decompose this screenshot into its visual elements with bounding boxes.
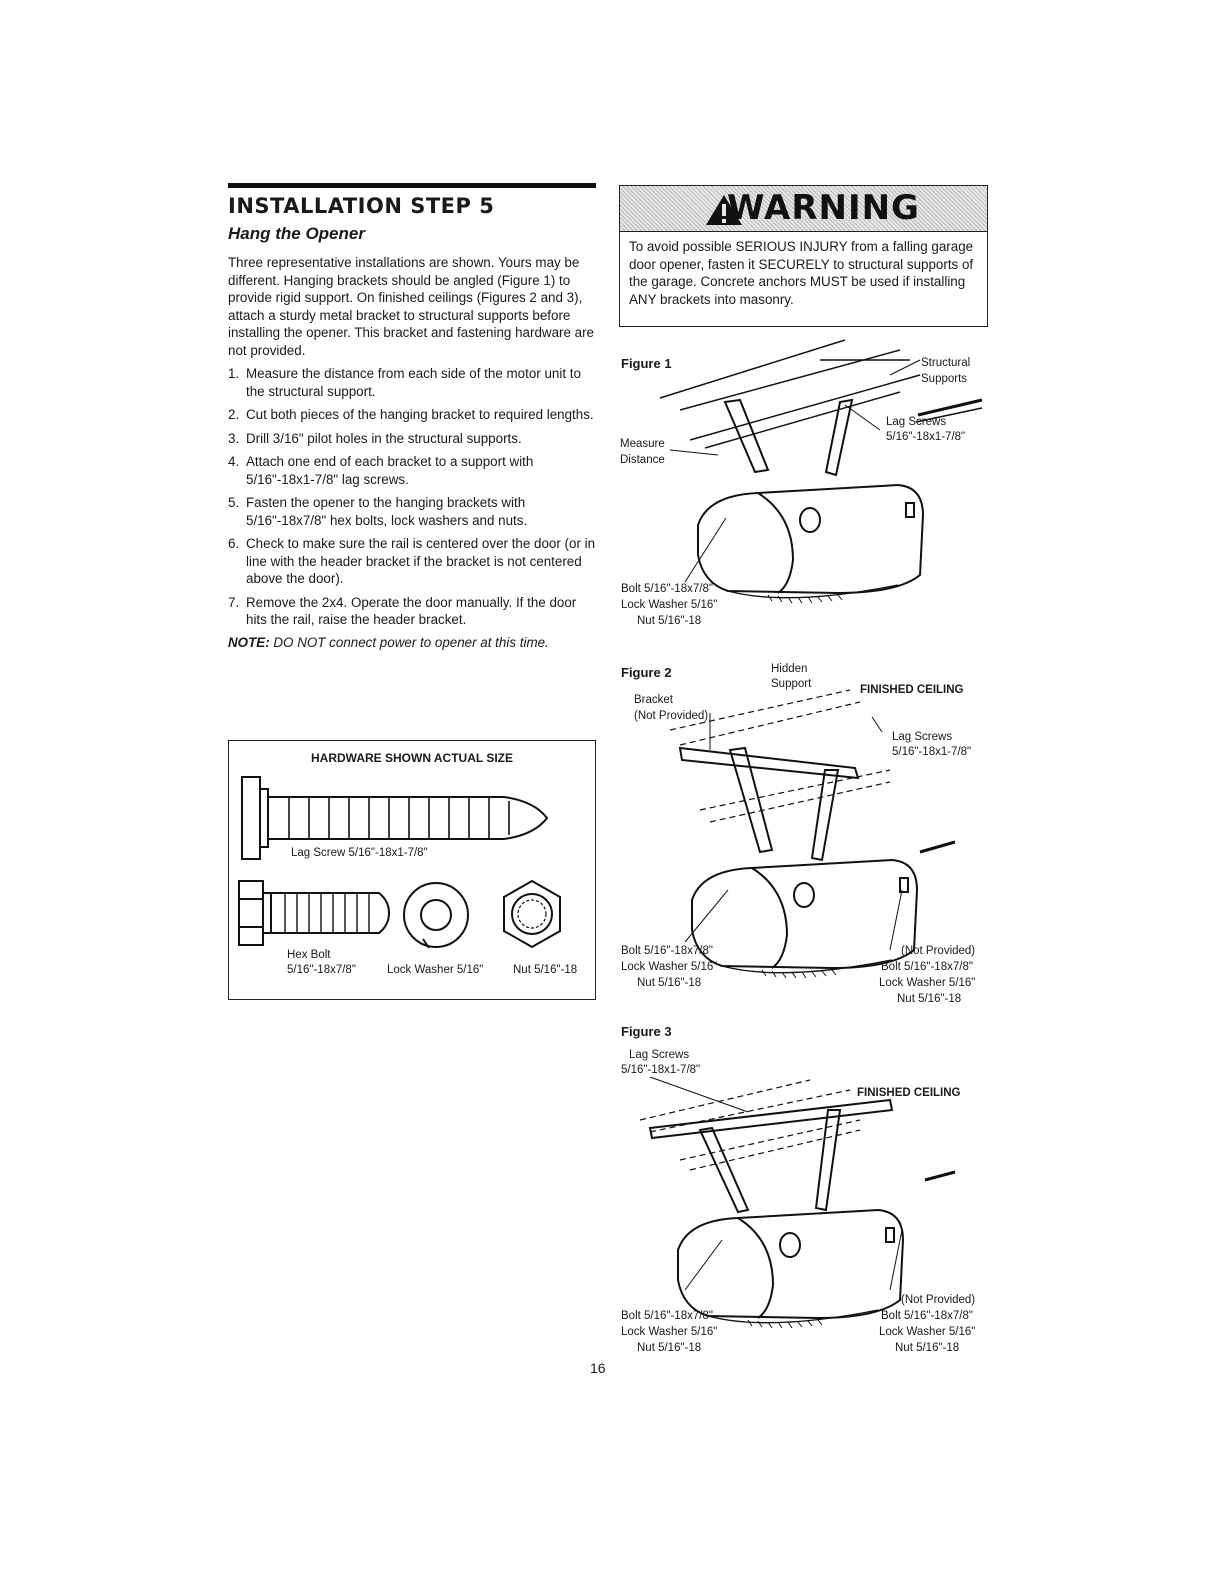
- warning-triangle-icon: [706, 195, 742, 225]
- figure3-title: Figure 3: [621, 1024, 672, 1039]
- figure1-washer: Lock Washer 5/16": [621, 599, 718, 611]
- figure2-ceiling: FINISHED CEILING: [860, 684, 964, 696]
- warning-banner: WARNING: [620, 186, 987, 232]
- figure2-right-nut: Nut 5/16"-18: [897, 993, 962, 1005]
- figure2-hidden: Hidden: [771, 663, 808, 675]
- figure2-right-bolt: Bolt 5/16"-18x7/8": [881, 961, 973, 973]
- figure3-right-not-provided: (Not Provided): [901, 1294, 976, 1306]
- figure3-bolt: Bolt 5/16"-18x7/8": [621, 1310, 713, 1322]
- figure1-nut: Nut 5/16"-18: [637, 615, 702, 627]
- section-subtitle: Hang the Opener: [228, 224, 365, 243]
- page-title: INSTALLATION STEP 5: [228, 194, 495, 218]
- figure1-lag-size: 5/16"-18x1-7/8": [886, 431, 966, 443]
- lag-screw-label: Lag Screw 5/16"-18x1-7/8": [291, 847, 428, 859]
- figure3-nut: Nut 5/16"-18: [637, 1342, 702, 1354]
- figure2-title: Figure 2: [621, 665, 672, 680]
- hardware-illustration: [238, 776, 561, 949]
- page-number: 16: [590, 1360, 606, 1376]
- figure3-lag-screws: Lag Screws: [629, 1049, 690, 1061]
- figure2-lag-size: 5/16"-18x1-7/8": [892, 746, 972, 758]
- hardware-title: HARDWARE SHOWN ACTUAL SIZE: [311, 751, 513, 765]
- list-item: 5.Fasten the opener to the hanging brack…: [228, 495, 528, 528]
- left-column: INSTALLATION STEP 5 Hang the Opener Thre…: [228, 183, 596, 650]
- nut-label: Nut 5/16"-18: [513, 964, 578, 976]
- list-item: 2.Cut both pieces of the hanging bracket…: [228, 407, 594, 422]
- figure1-structural: Structural: [921, 357, 971, 369]
- note: NOTE: DO NOT connect power to opener at …: [228, 634, 549, 650]
- warning-title: WARNING: [727, 188, 920, 228]
- figure3-right-washer: Lock Washer 5/16": [879, 1326, 976, 1338]
- figure3-ceiling: FINISHED CEILING: [857, 1087, 961, 1099]
- figure2-bracket: Bracket: [634, 694, 673, 706]
- list-item: 4.Attach one end of each bracket to a su…: [228, 454, 534, 487]
- figure2-bolt: Bolt 5/16"-18x7/8": [621, 945, 713, 957]
- figure2-lag-screws: Lag Screws: [892, 731, 953, 743]
- figure3-right-bolt: Bolt 5/16"-18x7/8": [881, 1310, 973, 1322]
- list-item: 6.Check to make sure the rail is centere…: [228, 536, 596, 586]
- figure3-lag-size: 5/16"-18x1-7/8": [621, 1064, 701, 1076]
- warning-box: WARNING To avoid possible SERIOUS INJURY…: [619, 185, 988, 327]
- hex-bolt-size: 5/16"-18x7/8": [287, 964, 356, 976]
- lock-washer-label: Lock Washer 5/16": [387, 964, 484, 976]
- figure2-right-washer: Lock Washer 5/16": [879, 977, 976, 989]
- figure2-washer: Lock Washer 5/16": [621, 961, 718, 973]
- figure1-supports: Supports: [921, 373, 968, 385]
- warning-text: To avoid possible SERIOUS INJURY from a …: [629, 239, 974, 307]
- hex-bolt-label: Hex Bolt: [287, 949, 331, 961]
- figure1-measure: Measure: [620, 438, 665, 450]
- figures-illustration: [639, 339, 983, 1329]
- figure2-support: Support: [771, 678, 812, 690]
- figure2-not-provided: (Not Provided): [634, 710, 709, 722]
- figure1-bolt: Bolt 5/16"-18x7/8": [621, 583, 713, 595]
- list-item: 3.Drill 3/16" pilot holes in the structu…: [228, 430, 522, 446]
- title-rule: [228, 183, 596, 188]
- figure2-nut: Nut 5/16"-18: [637, 977, 702, 989]
- figure1-lag-screws: Lag Screws: [886, 416, 947, 428]
- intro-paragraph: Three representative installations are s…: [228, 255, 594, 358]
- steps-list: 1.Measure the distance from each side of…: [228, 365, 596, 629]
- figure1-title: Figure 1: [621, 356, 672, 371]
- list-item: 7.Remove the 2x4. Operate the door manua…: [228, 594, 577, 628]
- figure3-right-nut: Nut 5/16"-18: [895, 1342, 960, 1354]
- figure2-right-not-provided: (Not Provided): [901, 945, 976, 957]
- figure3-washer: Lock Washer 5/16": [621, 1326, 718, 1338]
- hardware-box: HARDWARE SHOWN ACTUAL SIZE: [228, 740, 596, 1000]
- list-item: 1.Measure the distance from each side of…: [228, 366, 581, 399]
- figure1-distance: Distance: [620, 454, 665, 466]
